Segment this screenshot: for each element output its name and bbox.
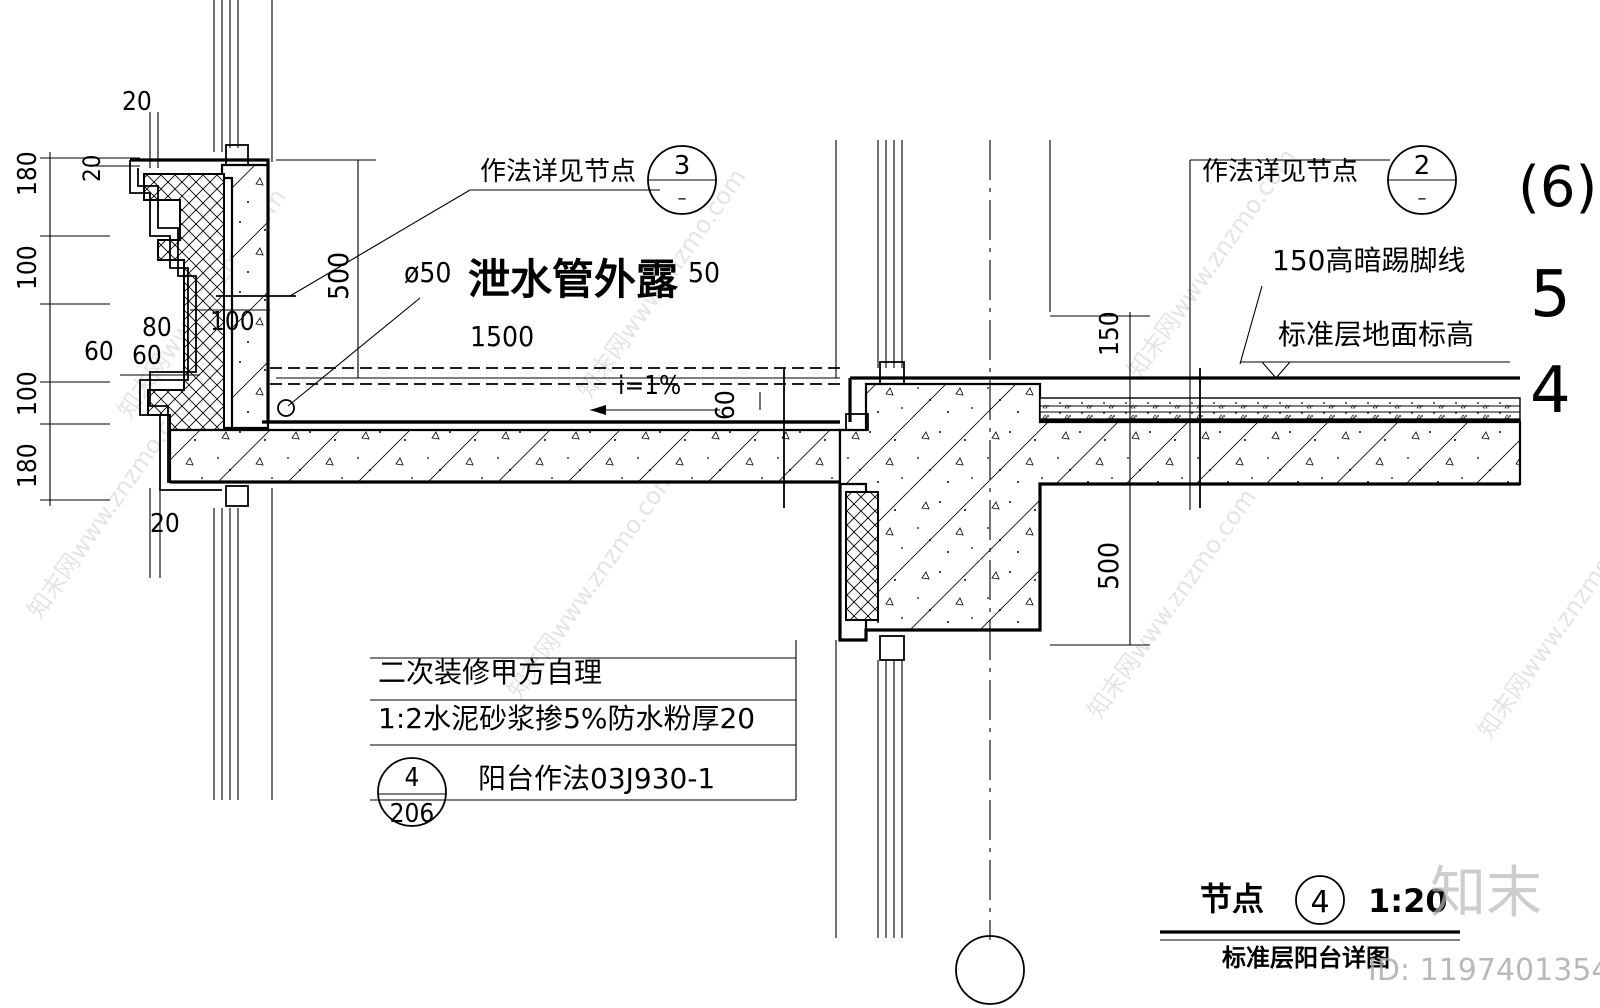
note-ref-bottom: 206 xyxy=(390,799,435,829)
detail-ref-left-num: 3 xyxy=(674,151,691,181)
skirting-label: 150高暗踢脚线 xyxy=(1272,244,1465,277)
notes-block: 二次装修甲方自理 1:2水泥砂浆掺5%防水粉厚20 阳台作法03J930-1 4… xyxy=(377,656,755,829)
drain-pipe-label: 泄水管外露 xyxy=(468,255,679,304)
brand-logo-text: 知末 xyxy=(1430,861,1542,926)
dim-60b: 60 xyxy=(132,341,162,371)
watermark-text: 知末网www.znzmo.com xyxy=(1472,504,1600,744)
central-column-lines xyxy=(835,140,1051,1005)
detail-ref-right-num: 2 xyxy=(1414,151,1431,181)
dim-60a: 60 xyxy=(84,337,114,367)
beam-and-floor xyxy=(838,376,1522,642)
detail-ref-left-sheet: – xyxy=(678,188,687,209)
note-ref-top: 4 xyxy=(405,763,420,793)
level-5: 5 xyxy=(1530,258,1571,332)
floor-level-label: 标准层地面标高 xyxy=(1278,318,1474,351)
dim-500-left: 500 xyxy=(322,252,355,300)
dim-150: 150 xyxy=(1095,311,1125,356)
dim-100-b: 100 xyxy=(13,371,43,416)
leaders xyxy=(287,189,797,801)
dim-1500: 1500 xyxy=(470,320,534,353)
drain-pipe-len: 50 xyxy=(688,256,720,289)
detail-ref-right-sheet: – xyxy=(1418,188,1427,209)
title-node-bubble xyxy=(1295,875,1345,925)
title-node-number: 4 xyxy=(1310,885,1329,920)
drain-pipe-dia: ø50 xyxy=(404,256,451,289)
slope-label: i=1% xyxy=(618,371,681,401)
dim-500-right: 500 xyxy=(1092,542,1125,590)
level-6: (6) xyxy=(1518,155,1597,220)
title-subtitle: 标准层阳台详图 xyxy=(1222,944,1390,972)
title-scale: 1:20 xyxy=(1368,882,1448,920)
level-4: 4 xyxy=(1530,354,1571,428)
note-line-1: 二次装修甲方自理 xyxy=(378,656,602,689)
note-line-3: 阳台作法03J930-1 xyxy=(478,762,715,795)
title-block: 节点 4 1:20 标准层阳台详图 xyxy=(1160,875,1460,972)
balcony-slab xyxy=(168,367,842,484)
dim-180-top: 180 xyxy=(13,151,43,196)
annotation-labels: 作法详见节点 3 – ø50 泄水管外露 50 i=1% 作法详见节点 2 – … xyxy=(404,145,1597,428)
left-dimensions xyxy=(40,112,296,578)
axis-bubble xyxy=(955,935,1025,1005)
watermark-text: 知末网www.znzmo.com xyxy=(1082,484,1262,724)
dim-60-v: 60 xyxy=(711,390,741,420)
dim-100-a: 100 xyxy=(13,245,43,290)
dim-180-bottom: 180 xyxy=(13,443,43,488)
brand-watermark: 知末 ID: 1197401354 xyxy=(1368,861,1600,988)
dimension-labels: 20 20 180 100 100 180 20 80 100 60 60 50… xyxy=(13,87,1125,590)
dim-20-top: 20 xyxy=(122,87,152,117)
dim-100-h: 100 xyxy=(210,307,255,337)
dim-80: 80 xyxy=(142,313,172,343)
mid-dimensions xyxy=(276,159,1510,646)
detail-ref-left-label: 作法详见节点 xyxy=(480,157,636,187)
left-window-frame xyxy=(213,0,273,800)
note-line-2: 1:2水泥砂浆掺5%防水粉厚20 xyxy=(378,702,755,735)
dim-20-bottom: 20 xyxy=(150,509,180,539)
note-ref-bubble xyxy=(377,757,447,827)
watermark-id: ID: 1197401354 xyxy=(1368,953,1600,988)
title-node-label: 节点 xyxy=(1200,880,1264,918)
dim-20-side: 20 xyxy=(78,155,106,182)
detail-ref-right-label: 作法详见节点 xyxy=(1202,157,1358,187)
